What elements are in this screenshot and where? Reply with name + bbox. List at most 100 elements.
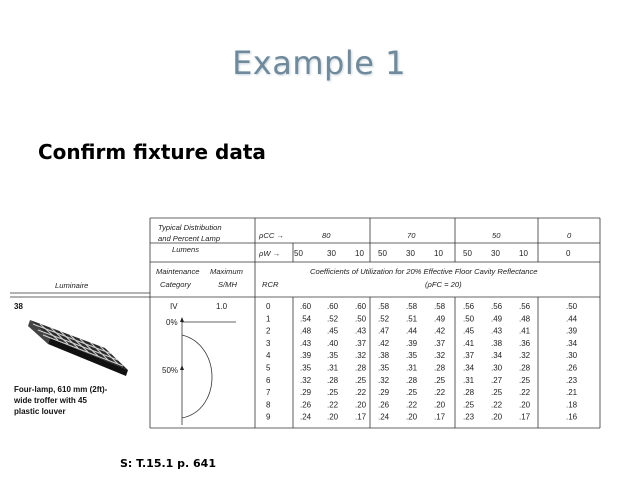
cu-cell: .43: [355, 327, 367, 336]
rcr-value: 9: [266, 413, 271, 422]
cu-cell: .25: [463, 400, 475, 409]
rcr-value: 2: [266, 327, 271, 336]
distribution-up-label: 0%: [166, 318, 178, 327]
cu-cell: .56: [491, 302, 503, 311]
cu-cell: .20: [327, 413, 339, 422]
cu-cell: .30: [566, 351, 578, 360]
cu-cell: .22: [434, 388, 446, 397]
maint-header-line1: Maintenance: [156, 267, 199, 276]
cu-cell: .44: [566, 314, 578, 323]
cc-group-70: 70: [407, 231, 416, 240]
cu-cell: .39: [406, 339, 418, 348]
cu-cell: .26: [566, 364, 578, 373]
cu-cell: .23: [566, 376, 578, 385]
fixture-desc-line1: Four-lamp, 610 mm (2ft)-: [14, 385, 108, 394]
cu-cell: .28: [406, 376, 418, 385]
cu-cell: .17: [355, 413, 367, 422]
cu-cell: .31: [406, 364, 418, 373]
cu-cell: .21: [566, 388, 578, 397]
cc-group-50: 50: [492, 231, 501, 240]
cu-cell: .20: [434, 400, 446, 409]
cu-values: .60.60.60.58.58.58.56.56.56.50.54.52.50.…: [300, 302, 578, 422]
dist-header-line2: and Percent Lamp: [158, 234, 220, 243]
wall-value: 50: [294, 249, 303, 258]
smh-header-line2: S/MH: [218, 280, 238, 289]
slide-subtitle: Confirm fixture data: [38, 140, 266, 164]
cu-cell: .29: [378, 388, 390, 397]
cu-cell: .17: [519, 413, 531, 422]
cu-cell: .25: [491, 388, 503, 397]
cu-cell: .25: [406, 388, 418, 397]
cu-cell: .28: [355, 364, 367, 373]
maint-header-line2: Category: [160, 280, 192, 289]
max-smh: 1.0: [216, 302, 228, 311]
cu-cell: .22: [519, 388, 531, 397]
cu-cell: .50: [355, 314, 367, 323]
slide-title: Example 1: [232, 44, 406, 82]
cu-cell: .25: [355, 376, 367, 385]
rcr-value: 0: [266, 302, 271, 311]
cu-cell: .58: [434, 302, 446, 311]
smh-header-line1: Maximum: [210, 267, 243, 276]
dist-header-line3: Lumens: [172, 245, 199, 254]
cu-cell: .35: [327, 351, 339, 360]
cu-cell: .40: [327, 339, 339, 348]
rcr-value: 5: [266, 364, 271, 373]
fixture-desc-line3: plastic louver: [14, 407, 66, 416]
cu-cell: .25: [434, 376, 446, 385]
cu-cell: .26: [300, 400, 312, 409]
rcr-value: 3: [266, 339, 271, 348]
cc-group-80: 80: [322, 231, 331, 240]
cu-cell: .48: [519, 314, 531, 323]
cu-cell: .31: [327, 364, 339, 373]
cu-cell: .32: [355, 351, 367, 360]
cu-cell: .18: [566, 400, 578, 409]
cu-cell: .43: [300, 339, 312, 348]
cu-cell: .44: [406, 327, 418, 336]
cu-cell: .28: [434, 364, 446, 373]
cu-cell: .32: [300, 376, 312, 385]
distribution-down-label: 50%: [162, 366, 178, 375]
cu-cell: .43: [491, 327, 503, 336]
cu-cell: .22: [355, 388, 367, 397]
dist-header-line1: Typical Distribution: [158, 223, 222, 232]
wall-value: 10: [355, 249, 364, 258]
cu-cell: .29: [300, 388, 312, 397]
rcr-value: 4: [266, 351, 271, 360]
cu-cell: .34: [566, 339, 578, 348]
cu-cell: .50: [566, 302, 578, 311]
troffer-image: [28, 320, 128, 376]
cu-cell: .32: [434, 351, 446, 360]
cu-cell: .52: [327, 314, 339, 323]
fixture-number: 38: [14, 302, 23, 311]
cu-cell: .45: [463, 327, 475, 336]
cu-cell: .52: [378, 314, 390, 323]
cu-cell: .17: [434, 413, 446, 422]
cu-cell: .39: [566, 327, 578, 336]
cu-cell: .56: [463, 302, 475, 311]
cu-cell: .34: [491, 351, 503, 360]
cu-cell: .41: [463, 339, 475, 348]
fixture-desc-line2: wide troffer with 45: [13, 396, 87, 405]
cu-cell: .26: [378, 400, 390, 409]
cu-cell: .25: [519, 376, 531, 385]
rcr-value: 7: [266, 388, 271, 397]
wall-value: 30: [491, 249, 500, 258]
cu-cell: .39: [300, 351, 312, 360]
cu-cell: .22: [491, 400, 503, 409]
cu-cell: .31: [463, 376, 475, 385]
cu-cell: .28: [463, 388, 475, 397]
cu-cell: .49: [491, 314, 503, 323]
wall-value: 50: [463, 249, 472, 258]
cu-cell: .24: [378, 413, 390, 422]
cu-cell: .16: [566, 413, 578, 422]
cu-cell: .36: [519, 339, 531, 348]
cu-cell: .30: [491, 364, 503, 373]
cc-group-0: 0: [567, 231, 572, 240]
cu-cell: .60: [300, 302, 312, 311]
cu-cell: .24: [300, 413, 312, 422]
cu-cell: .58: [406, 302, 418, 311]
cu-cell: .37: [463, 351, 475, 360]
cu-cell: .60: [327, 302, 339, 311]
